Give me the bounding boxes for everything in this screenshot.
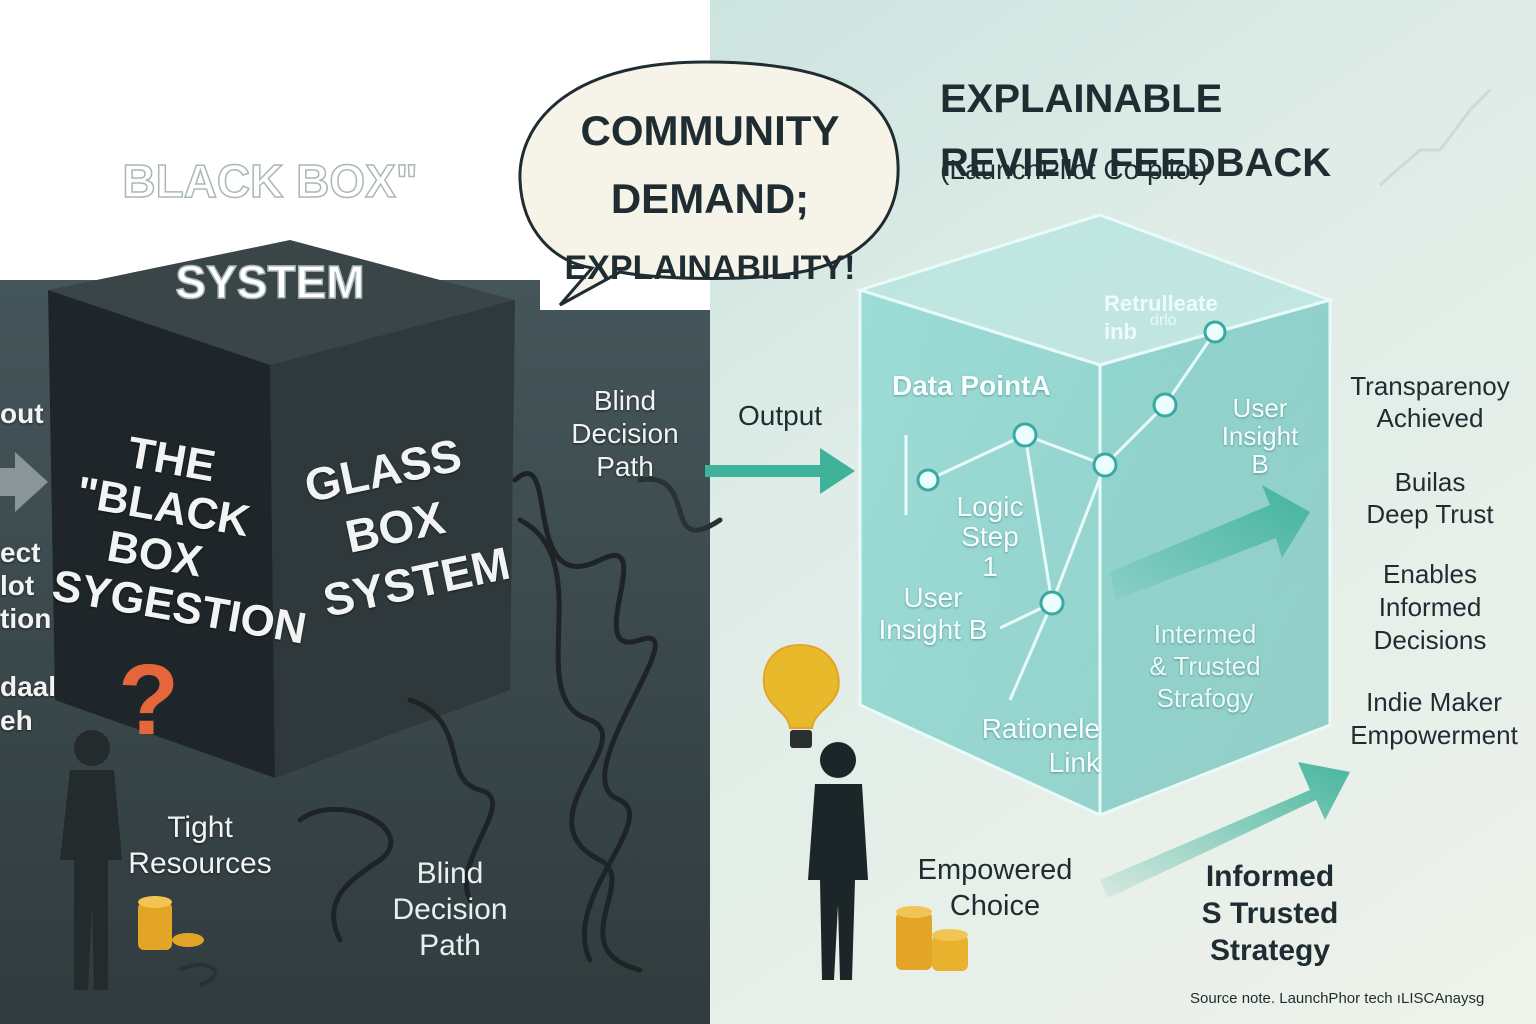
explainable-title-line1: EXPLAINABLE (940, 77, 1223, 121)
speech-line1: COMMUNITY (580, 107, 840, 154)
speech-line3: EXPLAINABILITY! (564, 249, 856, 287)
black-box-title-line1: BLACK BOX" (122, 154, 419, 207)
speech-line2: DEMAND; (610, 175, 810, 222)
output-label: Output (738, 400, 823, 431)
tight-resources-label: Tight Resources (128, 811, 272, 880)
blind-path-top-label: Blind Decision Path (571, 385, 679, 482)
edge-label-daal: daal eh (0, 671, 57, 736)
cube-output-arrow (1110, 485, 1310, 600)
explainable-title: EXPLAINABLE REVIEW FEEDBACK (940, 58, 1360, 204)
explainable-subtitle: (LaunchPllot Co pliot) (940, 154, 1208, 185)
blind-path-bottom-label: Blind Decision Path (392, 857, 508, 962)
black-box-cube (48, 240, 515, 778)
edge-label-ect: ect lot tion (0, 537, 52, 634)
question-mark-icon: ? (118, 644, 180, 756)
output-arrow (705, 448, 855, 494)
explainable-title-line2: REVIEW FEEDBACK (940, 141, 1332, 185)
person-left-icon (60, 730, 122, 990)
input-arrow (0, 452, 48, 512)
coins-right-icon (896, 906, 968, 971)
cube-label-rationale: Rationele Link (981, 713, 1100, 778)
speech-bubble: COMMUNITY DEMAND; EXPLAINABILITY! (540, 88, 880, 312)
person-right-icon (808, 742, 868, 980)
cube-label-intermed: Intermed & Trusted Strafogy (1149, 619, 1261, 713)
lightbulb-icon (762, 643, 840, 748)
cube-label-top-overlay: drlo (1150, 312, 1177, 329)
benefit-informed-decisions: Enables Informed Decisions (1373, 559, 1487, 655)
black-box-side-text: GLASS BOX SYSTEM (300, 428, 515, 627)
blind-paths (297, 471, 723, 973)
strategy-arrow (1100, 762, 1350, 898)
black-box-front-text: THE "BLACK BOX SYGESTION (48, 427, 310, 654)
cube-label-logic-step: Logic Step 1 (956, 491, 1024, 582)
coins-left-icon (138, 896, 217, 987)
edge-label-out: out (0, 398, 44, 429)
black-box-title: BLACK BOX" SYSTEM (100, 105, 440, 358)
insight-network-nodes (916, 320, 1227, 616)
source-note: Source note. LaunchPhor tech ıLISCAnaysg (1190, 990, 1485, 1007)
corner-sketch (1379, 88, 1492, 187)
speech-bubble-shape (518, 60, 900, 307)
cube-label-top: Retrulleate inb (1104, 291, 1218, 344)
trusted-strategy-label: Informed S Trusted Strategy (1201, 860, 1339, 967)
cube-label-user-insight-bottom: User Insight B (878, 582, 988, 645)
empowered-choice-label: Empowered Choice (917, 854, 1073, 922)
black-box-title-line2: SYSTEM (175, 255, 366, 308)
cube-label-data-point: Data PointA (892, 370, 1051, 401)
cube-label-user-insight-top: User Insight B (1221, 393, 1299, 479)
benefit-empowerment: Indie Maker Empowerment (1350, 687, 1518, 750)
benefit-transparency: Transparenoy Achieved (1350, 371, 1510, 433)
benefit-trust: Builas Deep Trust (1366, 467, 1494, 529)
